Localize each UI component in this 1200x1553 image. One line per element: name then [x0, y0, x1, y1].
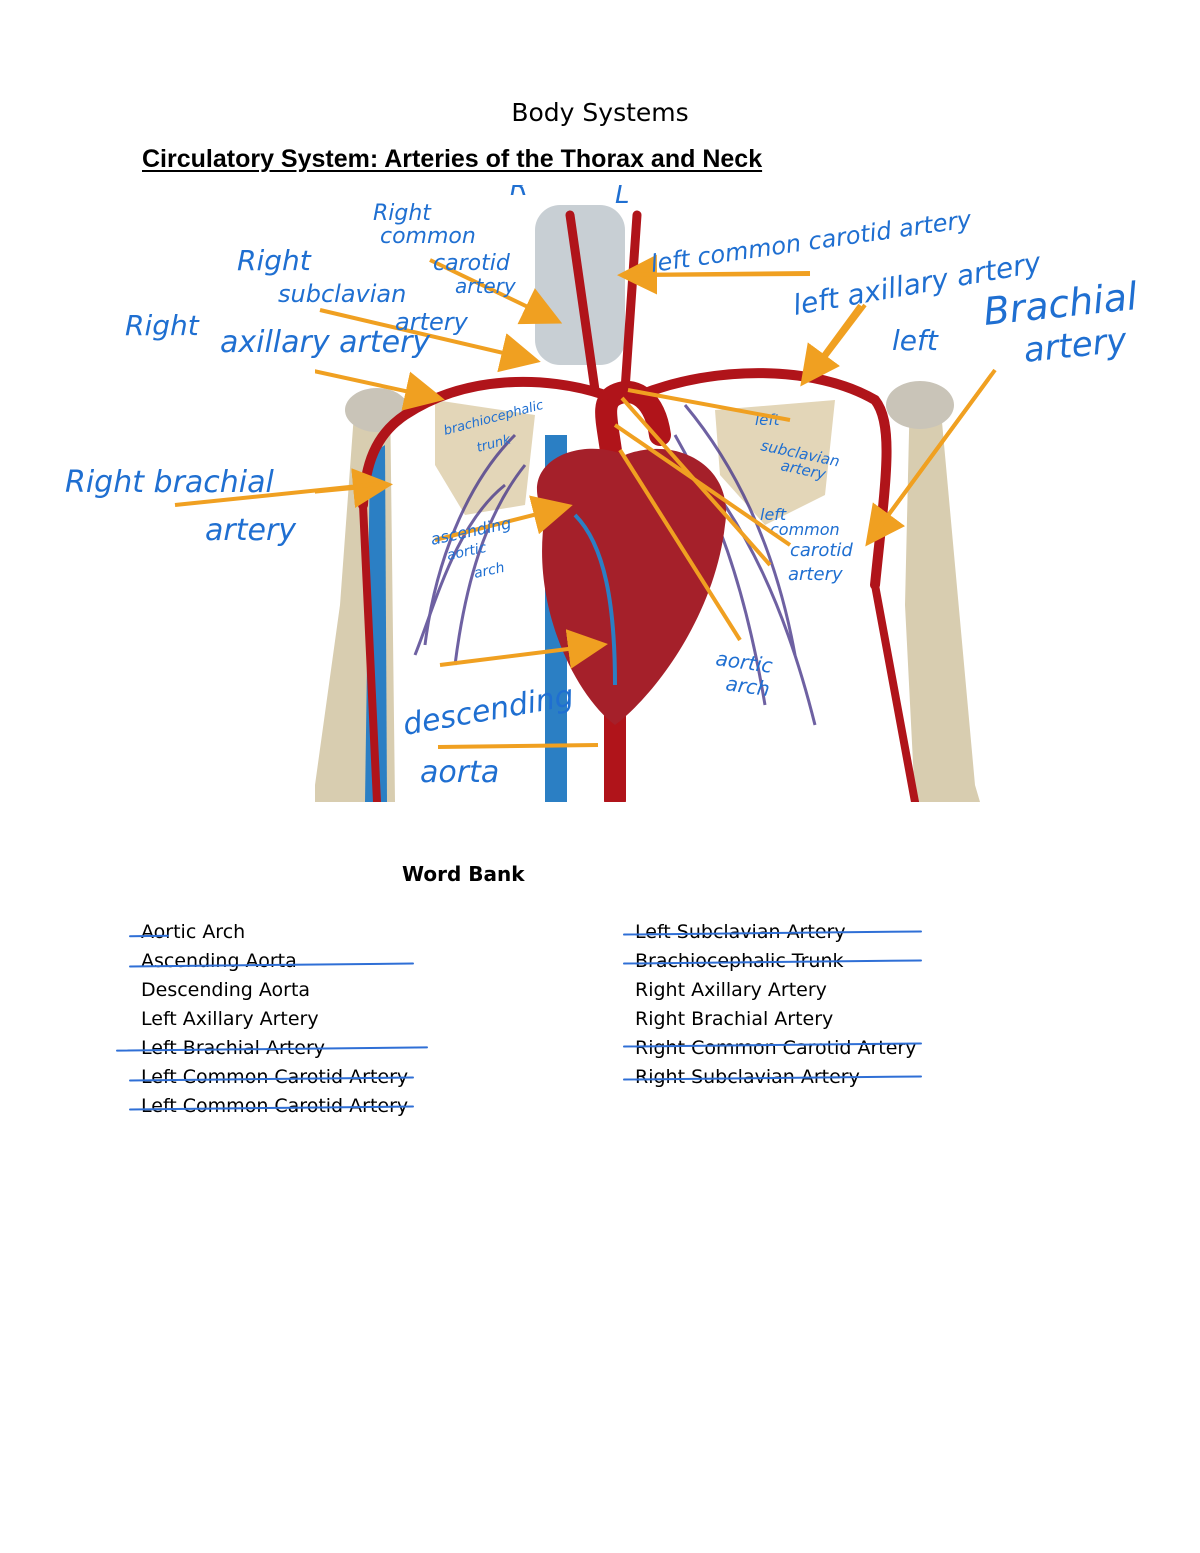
word-bank-item: Ascending Aorta: [128, 947, 415, 976]
word-bank-item: Right Common Carotid Artery: [622, 1034, 923, 1063]
label-right-subclavian-1: Right: [237, 244, 312, 277]
document-title: Body Systems: [511, 98, 689, 127]
label-left-brachial-3: artery: [1022, 320, 1130, 371]
svg-text:Right: Right: [373, 201, 432, 226]
word-bank-item: Right Subclavian Artery: [622, 1063, 923, 1092]
word-bank-left-column: Aortic Arch Ascending Aorta Descending A…: [115, 918, 429, 1121]
coronary-vessel: [573, 513, 617, 686]
word-bank-item: Left Brachial Artery: [115, 1034, 429, 1063]
label-top-r: R: [510, 185, 528, 202]
word-bank-item: Descending Aorta: [141, 979, 311, 1001]
svg-text:common: common: [380, 224, 476, 249]
svg-text:carotid: carotid: [433, 251, 511, 276]
label-right-brachial-1: Right brachial: [65, 465, 275, 500]
word-bank-right-column: Left Subclavian Artery Brachiocephalic T…: [622, 918, 923, 1092]
word-bank-item: Brachiocephalic Trunk: [622, 947, 923, 976]
word-bank-item: Aortic Arch: [128, 918, 408, 947]
label-right-axillary-1: Right: [125, 309, 200, 342]
label-left-brachial-2: Brachial: [981, 274, 1140, 334]
word-bank-item: Left Common Carotid Artery: [128, 1092, 415, 1121]
word-bank-item: Right Brachial Artery: [635, 1008, 834, 1030]
left-shoulder: [886, 381, 954, 429]
word-bank-item: Left Common Carotid Artery: [128, 1063, 415, 1092]
word-bank-item: Left Axillary Artery: [141, 1008, 319, 1030]
label-right-brachial-2: artery: [205, 513, 297, 548]
document-subtitle: Circulatory System: Arteries of the Thor…: [142, 145, 763, 173]
label-right-common-carotid: Right common carotid artery: [373, 201, 517, 298]
thorax-illustration: R L Right common carotid artery Right: [315, 185, 990, 802]
svg-text:artery: artery: [455, 274, 517, 298]
anatomy-figure: R L Right common carotid artery Right: [315, 185, 990, 802]
word-bank-title: Word Bank: [402, 862, 525, 886]
label-top-l: L: [615, 185, 630, 210]
word-bank-item: Right Axillary Artery: [635, 979, 827, 1001]
word-bank-item: Left Subclavian Artery: [622, 918, 923, 947]
